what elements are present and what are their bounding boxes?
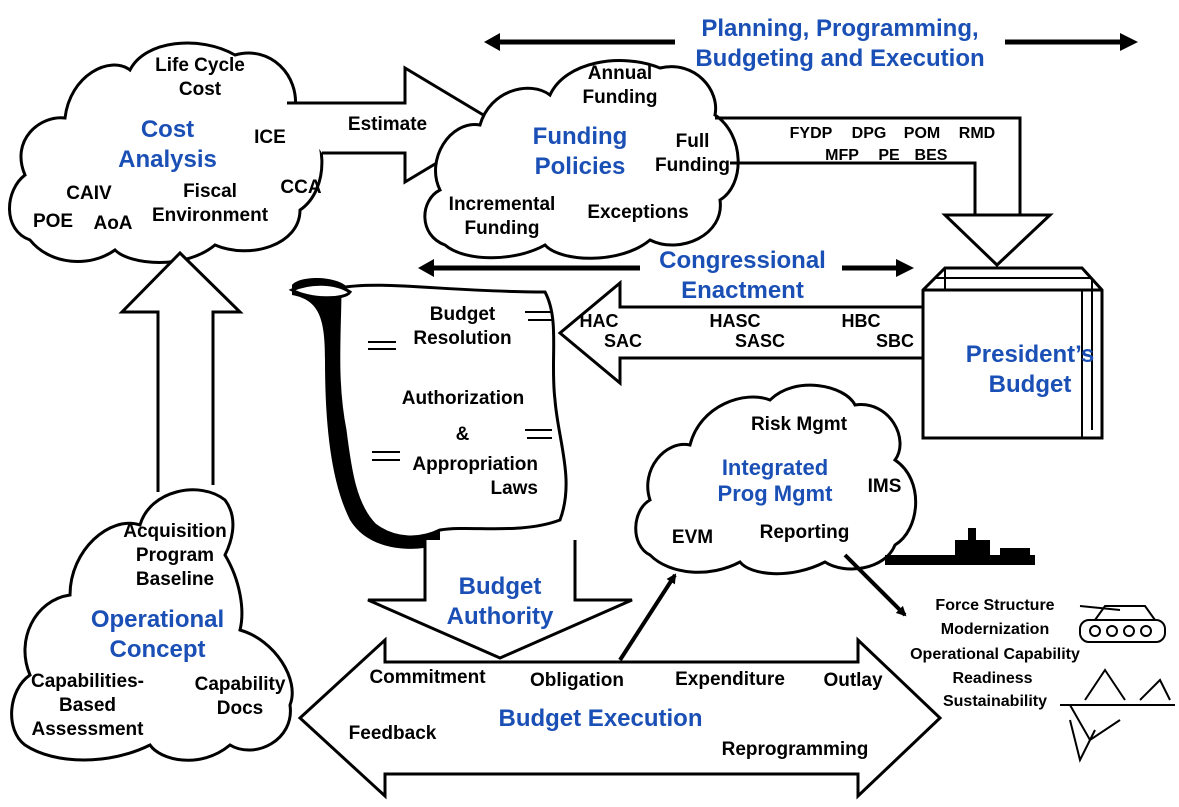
commitment-label: Commitment	[369, 667, 486, 688]
hasc-label: HASC	[709, 311, 761, 331]
appropriation-laws-label: Appropriation Laws	[412, 454, 538, 499]
budget-authority-arrow	[367, 540, 633, 660]
funding-policies-title: Funding Policies	[532, 123, 628, 180]
cba-label: Capabilities- Based Assessment	[31, 671, 144, 740]
jet-icon	[1060, 668, 1175, 763]
pom-label: POM	[903, 125, 941, 142]
poe-label: POE	[32, 211, 74, 232]
presidents-budget-title: President’s Budget	[965, 341, 1095, 398]
mfp-label: MFP	[825, 147, 859, 164]
hbc-label: HBC	[841, 311, 881, 331]
risk-mgmt-label: Risk Mgmt	[750, 414, 848, 435]
ppbe-title: Planning, Programming, Budgeting and Exe…	[695, 15, 985, 72]
congressional-enactment-title: Congressional Enactment	[659, 247, 826, 304]
bes-label: BES	[914, 147, 948, 164]
cost-analysis-cloud	[8, 41, 324, 264]
exceptions-label: Exceptions	[587, 202, 689, 223]
budget-execution-title: Budget Execution	[498, 705, 703, 732]
aoa-label: AoA	[93, 213, 133, 234]
ship-icon	[885, 528, 1035, 565]
expenditure-label: Expenditure	[675, 669, 785, 690]
authorization-label: Authorization	[401, 388, 525, 409]
rmd-label: RMD	[958, 125, 996, 142]
outcome-readiness: Readiness	[952, 670, 1033, 687]
budget-execution-arrow	[297, 636, 943, 800]
budget-resolution-label: Budget Resolution	[413, 304, 512, 349]
execution-to-ipm-arrow	[618, 573, 677, 662]
operational-to-cost-arrow	[118, 250, 244, 492]
reprogramming-label: Reprogramming	[721, 739, 869, 760]
full-funding-label: Full Funding	[655, 131, 730, 176]
ice-label: ICE	[254, 127, 286, 148]
funding-policies-cloud	[423, 59, 740, 260]
sac-label: SAC	[603, 331, 642, 351]
operational-concept-title: Operational Concept	[90, 606, 225, 663]
fiscal-environment-label: Fiscal Environment	[151, 181, 269, 226]
operational-concept-cloud	[10, 488, 294, 762]
life-cycle-cost-label: Life Cycle Cost	[155, 55, 245, 100]
apb-label: Acquisition Program Baseline	[123, 521, 227, 590]
cca-label: CCA	[280, 177, 322, 198]
incremental-funding-label: Incremental Funding	[448, 194, 556, 239]
sasc-label: SASC	[734, 331, 785, 351]
annual-funding-label: Annual Funding	[582, 63, 658, 108]
hac-label: HAC	[579, 311, 619, 331]
cost-analysis-title: Cost Analysis	[118, 116, 217, 173]
tank-icon	[1079, 605, 1166, 643]
outcome-force-structure: Force Structure	[935, 597, 1055, 614]
outcome-sustainability: Sustainability	[942, 693, 1048, 710]
budget-authority-title: Budget Authority	[446, 573, 554, 630]
caiv-label: CAIV	[66, 183, 112, 204]
fydp-label: FYDP	[789, 125, 833, 142]
down-arrow-to-pb	[941, 213, 1054, 268]
funding-to-pb-line	[715, 116, 1022, 215]
pe-label: PE	[878, 147, 900, 164]
ims-label: IMS	[867, 476, 902, 497]
dpg-label: DPG	[851, 125, 887, 142]
integrated-prog-mgmt-title: Integrated Prog Mgmt	[717, 455, 833, 506]
feedback-label: Feedback	[348, 723, 437, 744]
evm-label: EVM	[671, 527, 714, 548]
outcome-operational-capability: Operational Capability	[910, 646, 1080, 663]
ampersand-label: &	[455, 424, 470, 445]
law-scroll	[292, 278, 440, 549]
reporting-label: Reporting	[759, 522, 850, 543]
committees-arrow	[557, 279, 925, 387]
integrated-prog-mgmt-cloud	[634, 383, 918, 576]
capability-docs-label: Capability Docs	[194, 674, 286, 719]
estimate-label: Estimate	[347, 114, 428, 135]
sbc-label: SBC	[875, 331, 914, 351]
obligation-label: Obligation	[530, 670, 624, 691]
ipm-to-outcomes-arrow	[843, 553, 907, 617]
outlay-label: Outlay	[823, 670, 883, 691]
outcome-modernization: Modernization	[940, 621, 1050, 638]
